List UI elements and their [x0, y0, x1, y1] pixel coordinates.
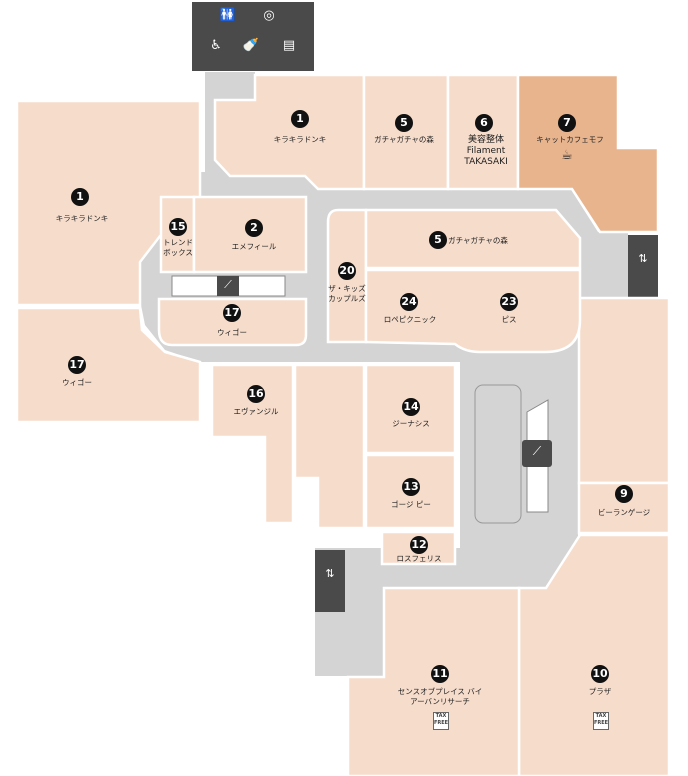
shop-area-11[interactable]: [346, 586, 521, 776]
shop-name[interactable]: キラキラドンキ: [273, 135, 327, 144]
shop-name[interactable]: ガチャガチャの森: [448, 236, 508, 245]
shop-area-5-top[interactable]: [362, 73, 450, 191]
shop-number-badge: 14: [402, 398, 420, 416]
baby-bottle-icon: 🍼: [242, 38, 260, 53]
tax-free-text: FREE: [434, 720, 449, 726]
shop-name[interactable]: ウィゴー: [62, 378, 92, 387]
escalator-icon: ⟋: [224, 278, 232, 291]
shop-number-badge: 17: [223, 304, 241, 322]
shop-number-badge: 9: [615, 485, 633, 503]
shop-area-7[interactable]: [516, 73, 660, 234]
restroom-icon: 🚻: [219, 8, 237, 23]
shop-number-badge: 15: [169, 218, 187, 236]
shop-name[interactable]: ウィゴー: [217, 328, 247, 337]
shop-name[interactable]: ガチャガチャの森: [374, 135, 434, 144]
shop-number-badge: 10: [591, 665, 609, 683]
shop-name[interactable]: ピス: [501, 315, 517, 324]
shop-name[interactable]: キラキラドンキ: [55, 214, 109, 223]
shop-number-badge: 17: [68, 356, 86, 374]
shop-number-badge: 24: [400, 293, 418, 311]
escalator-icon-central: [522, 440, 552, 467]
shop-name[interactable]: ロペピクニック: [383, 315, 437, 324]
shop-name-line: カップルズ: [328, 294, 366, 303]
shop-area-6[interactable]: [446, 73, 520, 191]
shop-name[interactable]: ザ・キッズカップルズ: [328, 284, 366, 304]
shop-number-badge: 5: [395, 114, 413, 132]
tax-free-text: TAX: [435, 713, 447, 719]
shop-name-line: 美容整体: [467, 135, 505, 145]
shop-number-badge: 16: [247, 385, 265, 403]
shop-area-16[interactable]: [210, 363, 295, 525]
escalator-icon: ⟋: [532, 444, 542, 458]
shop-area-1-top[interactable]: [213, 73, 366, 191]
elevator-east[interactable]: [628, 235, 658, 297]
shop-name[interactable]: トレンドボックス: [163, 238, 193, 258]
shop-number-badge: 23: [500, 293, 518, 311]
cafe-cup-icon: ☕: [561, 148, 573, 163]
shop-name-line: ボックス: [163, 248, 193, 257]
accessible-restroom-icon: ♿: [210, 38, 222, 53]
shop-number-badge: 13: [402, 478, 420, 496]
shop-area-5-inner[interactable]: [364, 208, 582, 270]
facility-block: [192, 2, 314, 71]
shop-number-badge: 5: [429, 231, 447, 249]
shop-number-badge: 6: [475, 114, 493, 132]
shop-name[interactable]: ジーナシス: [392, 419, 430, 428]
elevator-icon: ⇅: [638, 252, 648, 265]
elevator-south[interactable]: [315, 550, 345, 612]
shop-name[interactable]: ロスフェリス: [396, 554, 442, 563]
atrium-void: [474, 384, 522, 524]
shop-area-1-left[interactable]: [15, 99, 202, 307]
shop-number-badge: 1: [291, 110, 309, 128]
elevator-icon: ⇅: [325, 567, 335, 580]
shop-area-east[interactable]: [577, 296, 671, 485]
shop-name-line: トレンド: [163, 238, 193, 247]
shop-name-line: センスオブプレイス バイ: [397, 687, 483, 696]
shop-name-line: アーバンリサーチ: [410, 697, 470, 706]
shop-name[interactable]: センスオブプレイス バイアーバンリサーチ: [398, 687, 483, 707]
shop-area-17-left[interactable]: [15, 306, 202, 424]
vending-machine-icon: ▤: [282, 38, 296, 53]
shop-number-badge: 7: [558, 114, 576, 132]
shop-number-badge: 2: [245, 219, 263, 237]
tax-free-text: TAX: [595, 713, 607, 719]
shop-number-badge: 1: [71, 188, 89, 206]
shop-name-line: ザ・キッズ: [328, 284, 366, 293]
shop-name[interactable]: キャットカフェモフ: [536, 135, 604, 144]
shop-name-line: TAKASAKI: [464, 157, 508, 167]
shop-number-badge: 20: [338, 262, 356, 280]
shop-name-line: Filament: [466, 146, 506, 156]
escalator-icon-west: [217, 276, 239, 296]
shop-area-10[interactable]: [517, 533, 671, 776]
powder-room-icon: ◎: [263, 8, 275, 23]
shop-name[interactable]: ゴージ ピー: [391, 500, 431, 509]
shop-name[interactable]: ビーランゲージ: [597, 508, 651, 517]
shop-number-badge: 12: [410, 536, 428, 554]
shop-area-17-inner[interactable]: [157, 297, 308, 347]
shop-area-24-23[interactable]: [364, 268, 582, 354]
shop-name[interactable]: エヴァンジル: [233, 407, 279, 416]
shop-name[interactable]: プラザ: [588, 687, 612, 696]
tax-free-text: FREE: [594, 720, 609, 726]
shop-number-badge: 11: [431, 665, 449, 683]
shop-area-unnamed[interactable]: [293, 363, 366, 530]
shop-name[interactable]: エメフィール: [231, 242, 277, 251]
